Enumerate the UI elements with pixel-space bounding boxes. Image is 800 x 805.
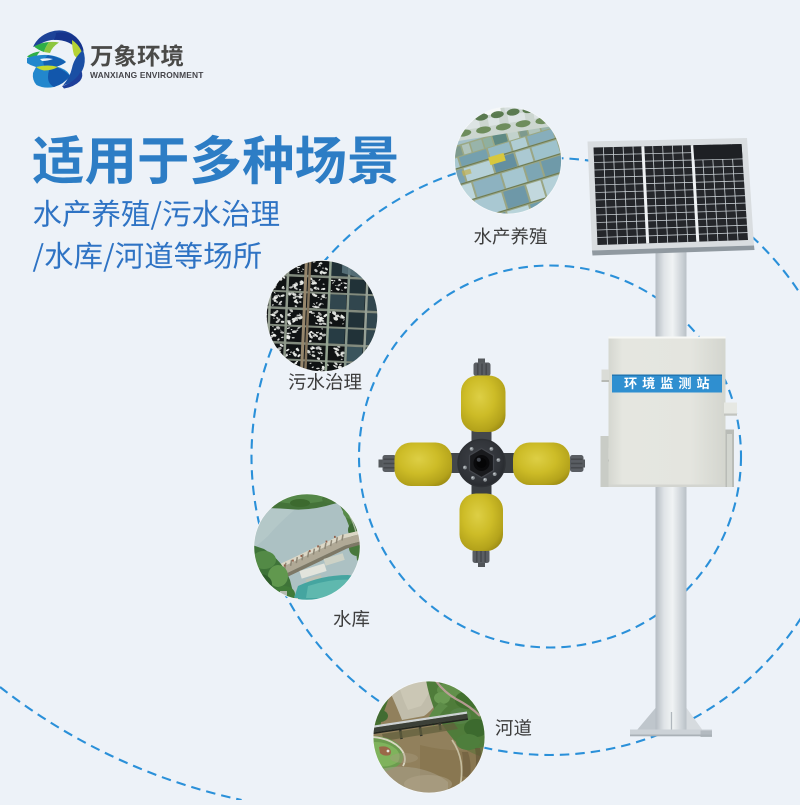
svg-text:WANXIANG ENVIRONMENT: WANXIANG ENVIRONMENT: [90, 70, 204, 80]
